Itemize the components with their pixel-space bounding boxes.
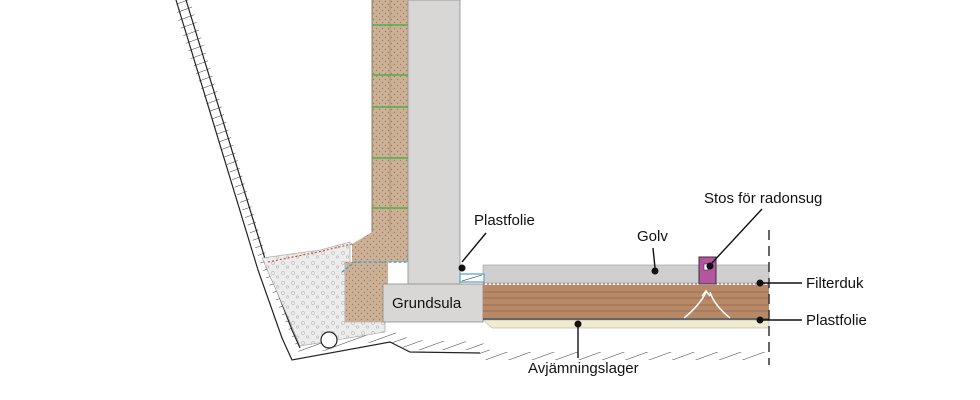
- filter-line-gravel: [267, 243, 353, 263]
- footing-grundsula: [382, 283, 484, 323]
- leveling-layer: [482, 319, 770, 329]
- label-plastfolie-floor: Plastfolie: [806, 312, 867, 329]
- label-golv: Golv: [637, 228, 668, 245]
- label-filterduk: Filterduk: [806, 275, 864, 292]
- label-grundsula: Grundsula: [392, 295, 462, 312]
- insulation-layer: [483, 285, 769, 318]
- concrete-wall: [407, 0, 461, 286]
- wall-insulation: [345, 0, 412, 322]
- floor-slab-golv: [482, 264, 770, 284]
- label-avjamningslager: Avjämningslager: [528, 360, 639, 377]
- airflow-arrows-icon: [683, 289, 731, 319]
- label-stos: Stos för radonsug: [704, 190, 822, 207]
- label-plastfolie-wall: Plastfolie: [474, 212, 535, 229]
- drain-pipe-icon: [320, 331, 338, 349]
